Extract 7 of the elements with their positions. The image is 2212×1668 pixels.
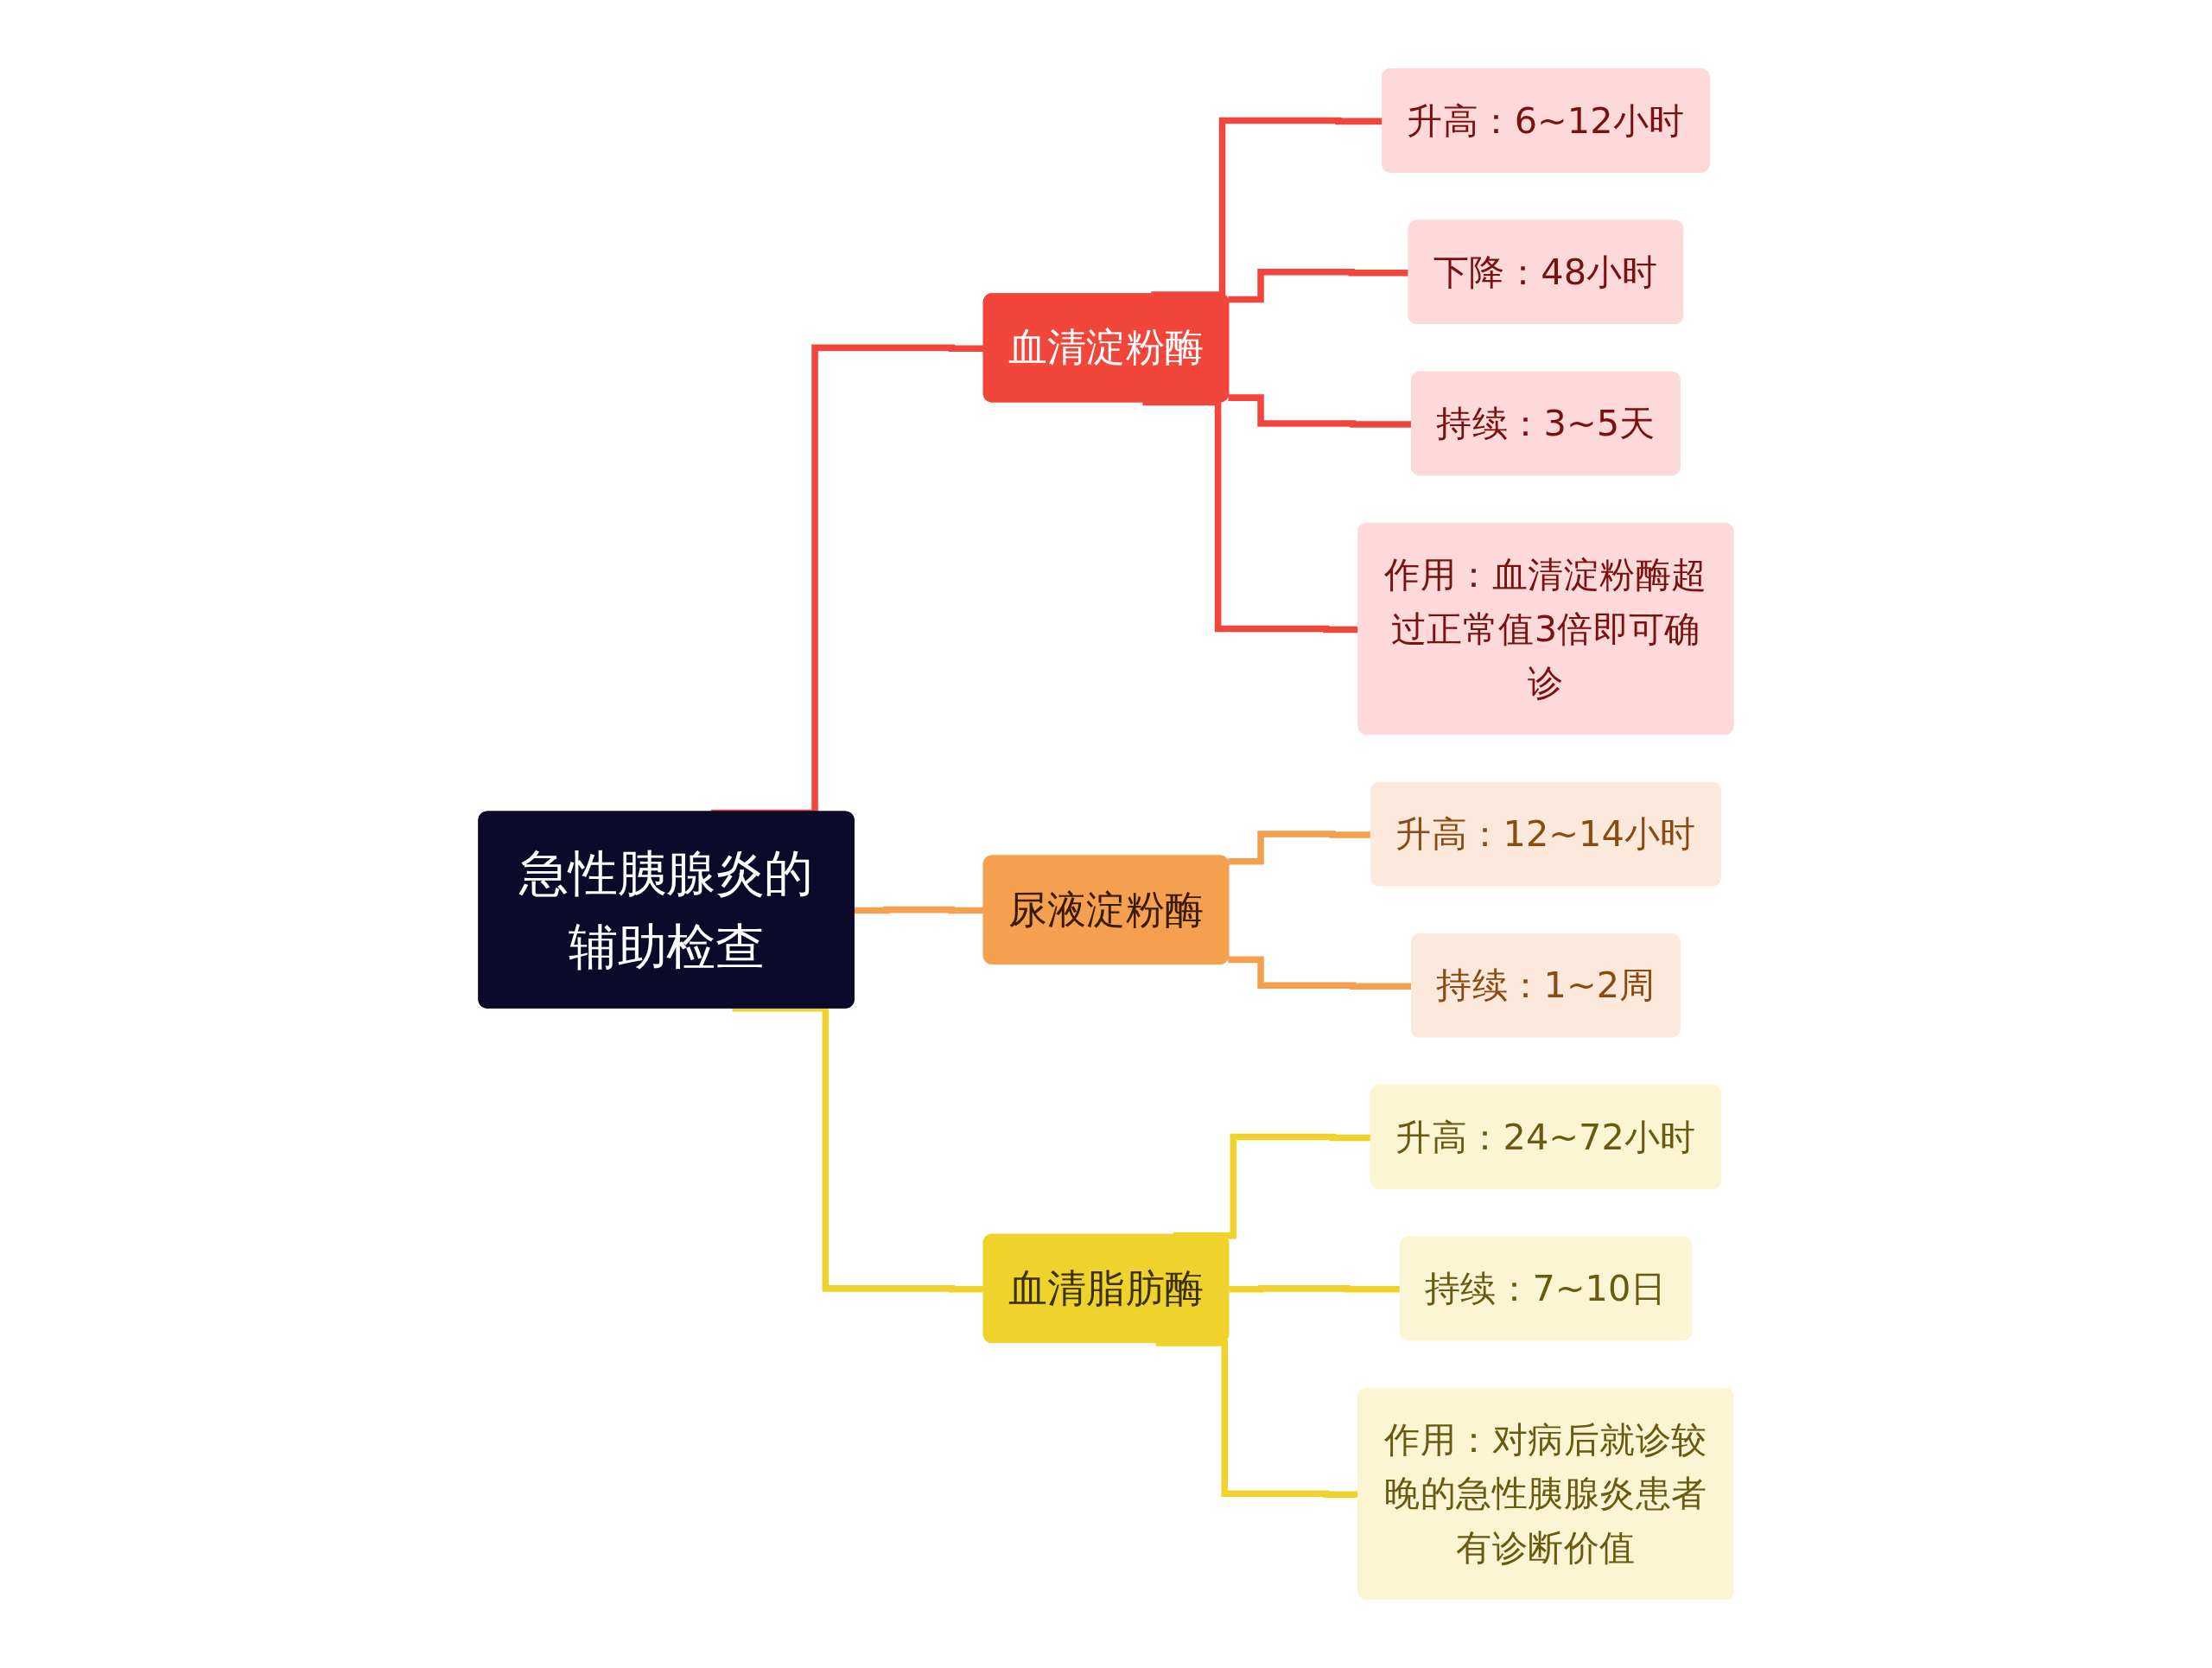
connector (1228, 394, 1413, 428)
connector (1228, 831, 1372, 865)
connector (854, 906, 985, 914)
connector (1229, 1285, 1402, 1293)
connector (1173, 1133, 1372, 1239)
connector (1228, 268, 1410, 303)
connector (1228, 956, 1413, 990)
